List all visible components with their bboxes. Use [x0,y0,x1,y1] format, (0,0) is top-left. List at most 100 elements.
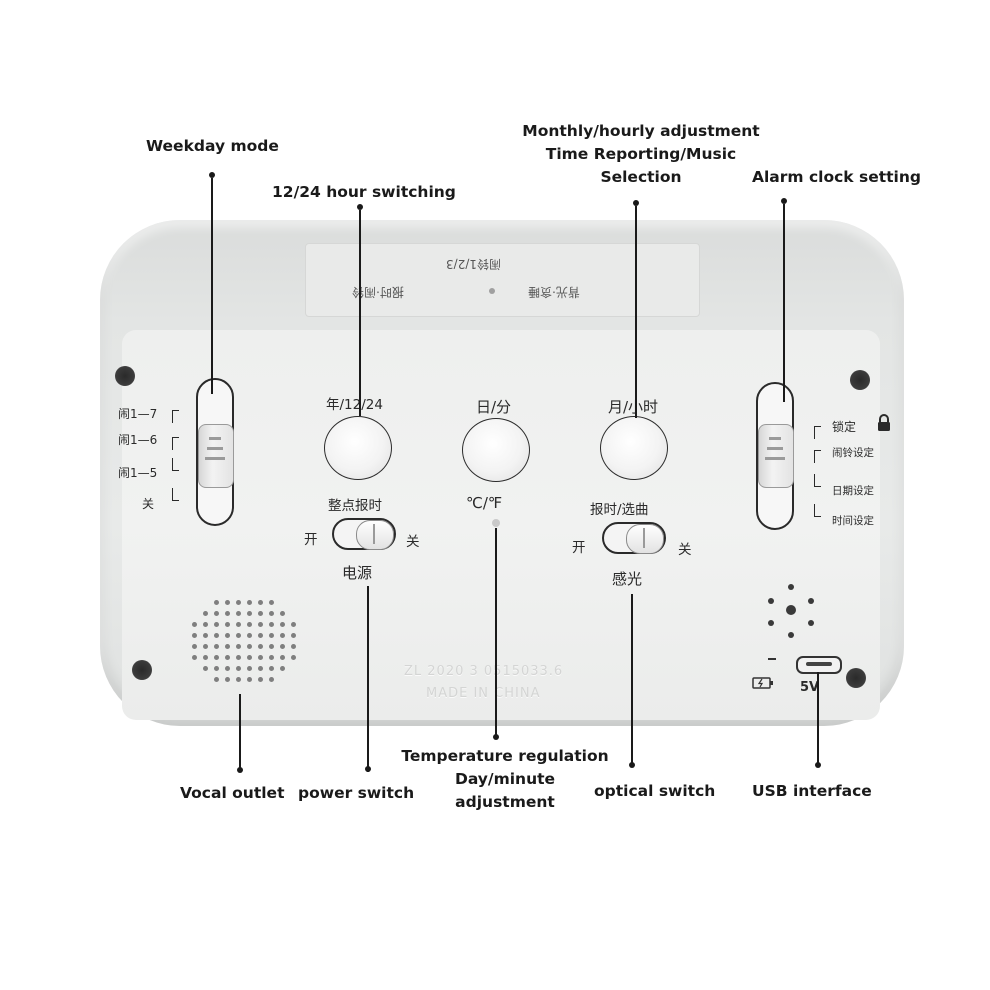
grille-hole [258,677,263,682]
callout-line-hour [359,210,361,416]
grille-hole [269,677,274,682]
grille-hole [269,622,274,627]
alarm-option-time: 时间设定 [832,515,874,527]
optical-on-label: 开 [572,540,586,556]
optical-off-label: 关 [678,542,692,558]
speaker-grille [192,600,302,690]
weekday-mode-slider[interactable] [196,378,234,526]
day-minute-button[interactable] [462,418,530,482]
month-hour-button[interactable] [600,416,668,480]
grille-hole [258,611,263,616]
grille-hole [203,644,208,649]
grille-hole [214,622,219,627]
callout-vocal-outlet: Vocal outlet [180,784,285,802]
callout-weekday-mode: Weekday mode [146,137,279,155]
grille-hole [192,622,197,627]
grille-hole [225,633,230,638]
callout-line-vocal [239,694,241,770]
callout-temp-line3: adjustment [455,793,555,811]
callout-line-power [367,586,369,772]
grille-hole [280,644,285,649]
usb-port[interactable] [796,656,842,674]
power-switch[interactable] [332,518,396,550]
year-button-label: 年/12/24 [326,397,383,413]
grille-hole [258,666,263,671]
weekday-option-3: 闹1—5 [118,466,158,480]
grille-hole [225,666,230,671]
alarm-slider-knob[interactable] [758,424,794,488]
grille-hole [291,622,296,627]
grille-hole [280,622,285,627]
alarm-option-date: 日期设定 [832,485,874,497]
power-on-label: 开 [304,532,318,548]
grille-hole [203,655,208,660]
report-music-label: 报时/选曲 [590,502,649,518]
grille-hole [214,666,219,671]
grille-hole [236,633,241,638]
grille-hole [192,655,197,660]
usb-voltage-label: 5V [800,680,820,695]
alarm-setting-slider[interactable] [756,382,794,530]
grille-hole [225,622,230,627]
grille-hole [236,600,241,605]
callout-12-24-hour: 12/24 hour switching [272,183,456,201]
grille-hole [214,677,219,682]
grille-hole [291,644,296,649]
callout-dot [209,172,215,178]
plate-text-alarm: 闹铃1/2/3 [446,257,501,271]
grille-hole [247,644,252,649]
screw-hole-top-right [850,370,870,390]
callout-monthly-line1: Monthly/hourly adjustment [522,122,760,140]
alarm-option-alarm: 闹铃设定 [832,447,874,459]
weekday-slider-knob[interactable] [198,424,234,488]
callout-dot [633,200,639,206]
callout-line-alarm [783,204,785,402]
grille-hole [269,611,274,616]
grille-hole [258,655,263,660]
power-label: 电源 [342,564,373,582]
grille-hole [280,633,285,638]
grille-hole [236,622,241,627]
grille-hole [258,622,263,627]
callout-monthly-line3: Selection [600,168,682,186]
year-12-24-button[interactable] [324,416,392,480]
grille-hole [269,600,274,605]
grille-hole [269,633,274,638]
callout-optical-switch: optical switch [594,782,716,800]
grille-hole [280,611,285,616]
power-off-label: 关 [406,534,420,550]
grille-hole [225,644,230,649]
day-button-label: 日/分 [476,398,512,416]
optical-switch[interactable] [602,522,666,554]
callout-monthly-line2: Time Reporting/Music [545,145,737,163]
callout-power-switch: power switch [298,784,415,802]
callout-dot [781,198,787,204]
callout-dot [815,762,821,768]
power-switch-knob[interactable] [356,520,394,550]
grille-hole [269,666,274,671]
callout-line-weekday [211,178,213,394]
screw-hole-top-left [115,366,135,386]
callout-line-temp [495,528,497,738]
plate-hole [489,288,495,294]
grille-hole [214,633,219,638]
grille-hole [280,655,285,660]
grille-hole [236,655,241,660]
grille-hole [214,600,219,605]
callout-dot [493,734,499,740]
grille-hole [236,644,241,649]
grille-hole [225,655,230,660]
grille-hole [236,666,241,671]
weekday-option-2: 闹1—6 [118,433,158,447]
callout-dot [357,204,363,210]
grille-hole [247,600,252,605]
grille-hole [214,655,219,660]
minus-mark [768,658,776,660]
grille-hole [236,611,241,616]
grille-hole [203,622,208,627]
grille-hole [214,611,219,616]
optical-switch-knob[interactable] [626,524,664,554]
callout-line-optical [631,594,633,766]
grille-hole [258,633,263,638]
temperature-label: ℃/℉ [466,494,503,512]
